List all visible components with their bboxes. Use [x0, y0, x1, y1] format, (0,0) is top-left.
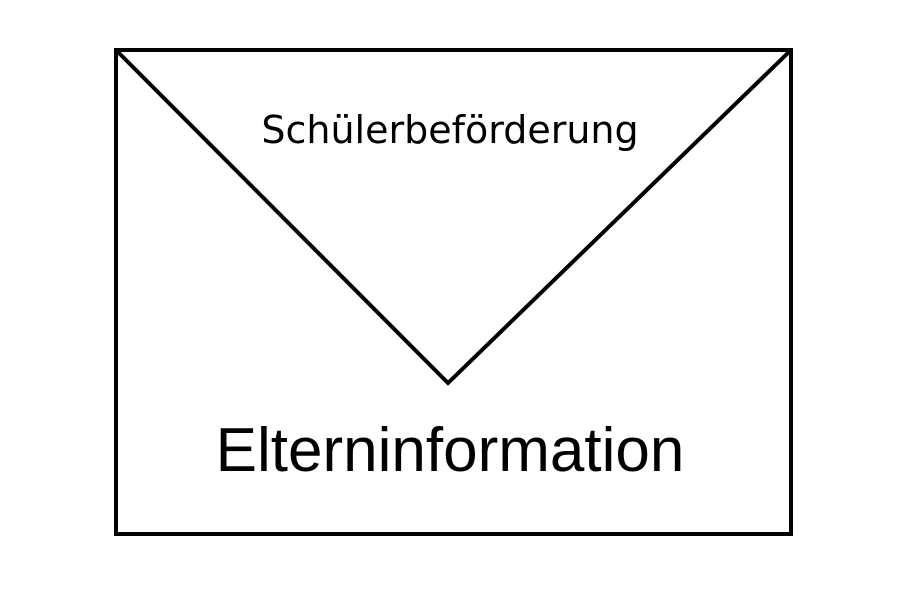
envelope-title: Elterninformation [215, 416, 685, 485]
flap-title: Schülerbeförderung [261, 108, 639, 152]
envelope-outline [114, 48, 793, 536]
envelope-flap [114, 48, 793, 386]
